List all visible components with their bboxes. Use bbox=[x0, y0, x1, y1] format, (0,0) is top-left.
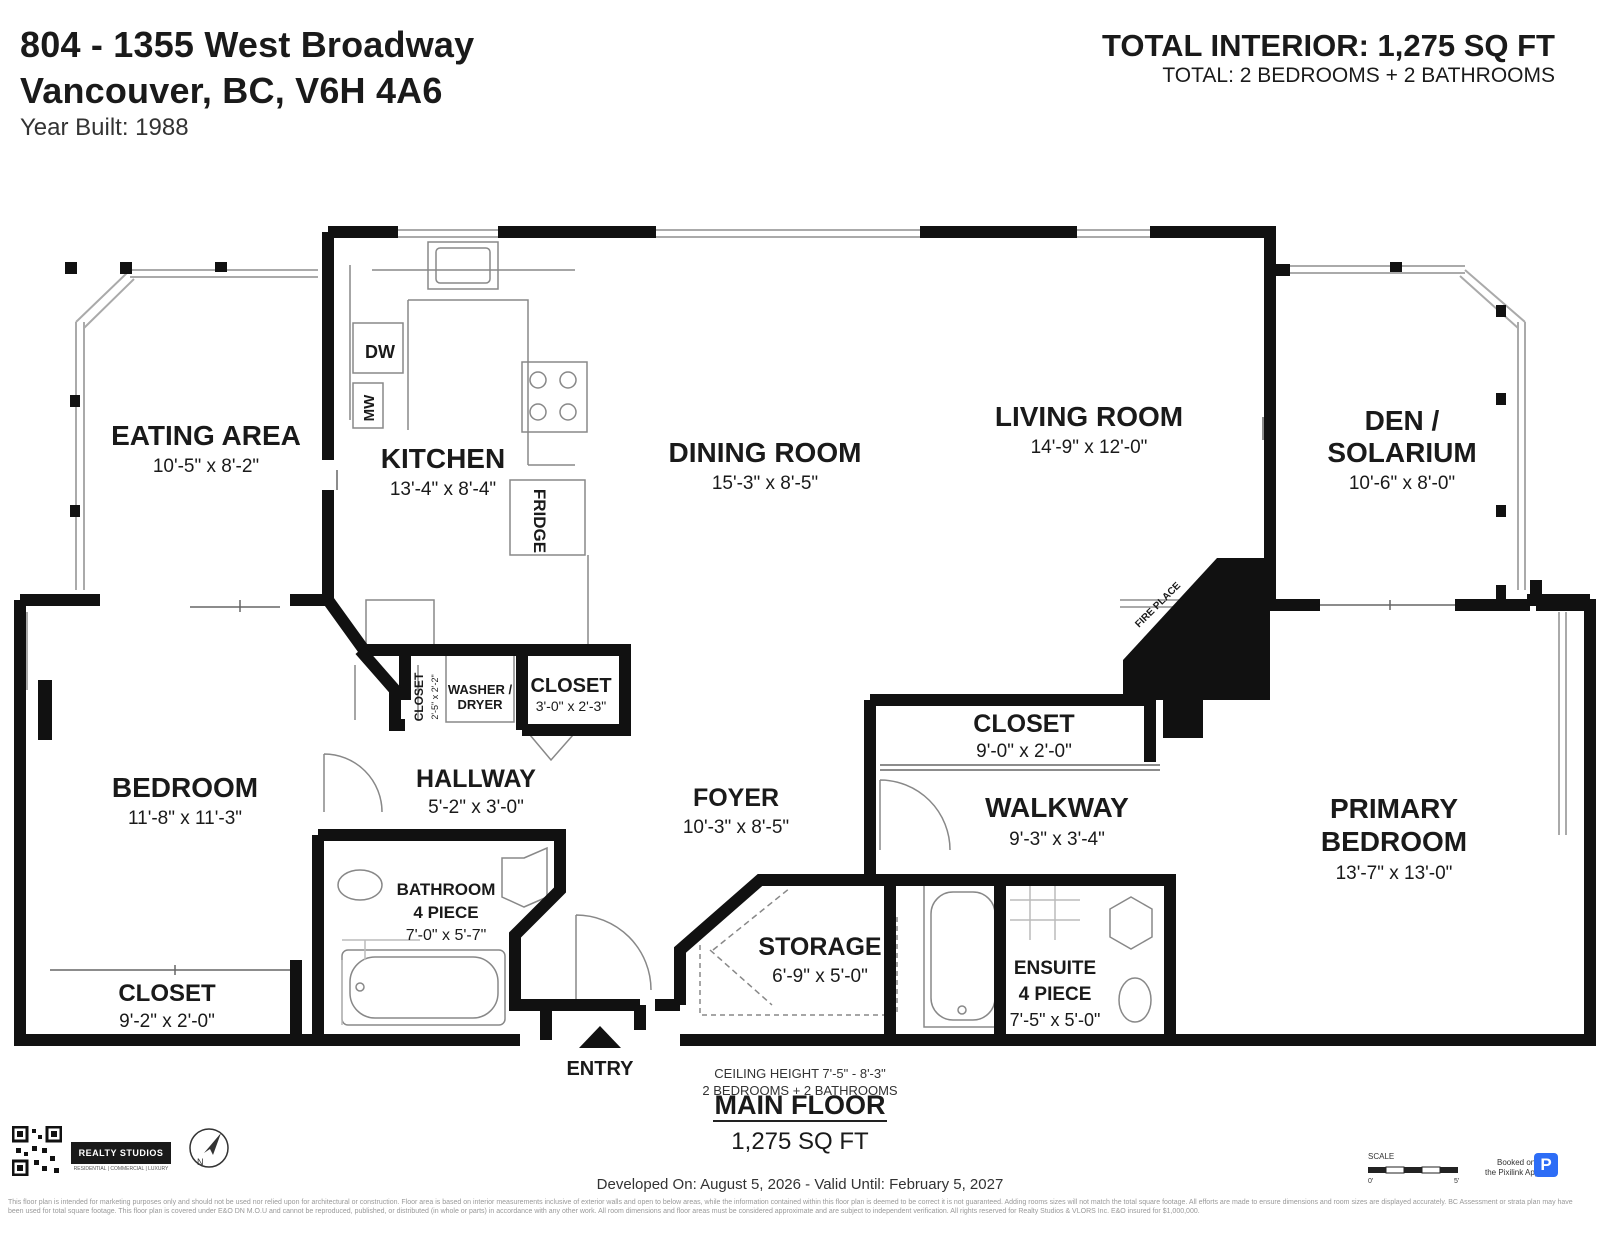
bathroom-name-line2: 4 PIECE bbox=[413, 903, 478, 922]
pixilink-app-icon: P bbox=[1534, 1153, 1558, 1177]
scale-five: 5' bbox=[1454, 1178, 1459, 1185]
fridge-outline bbox=[509, 479, 586, 556]
north-compass-icon: N bbox=[189, 1128, 229, 1168]
hallway-name: HALLWAY bbox=[416, 765, 536, 793]
washer-line1: WASHER / bbox=[448, 682, 513, 697]
realty-studios-logo: REALTY STUDIOS bbox=[71, 1142, 171, 1164]
foyer-size: 10'-3" x 8'-5" bbox=[683, 817, 789, 838]
storage-name: STORAGE bbox=[758, 933, 881, 961]
scale-label: SCALE bbox=[1368, 1152, 1395, 1161]
ensuite-size: 7'-5" x 5'-0" bbox=[1010, 1010, 1101, 1030]
booked-line1: Booked on bbox=[1497, 1158, 1536, 1167]
hallway-size: 5'-2" x 3'-0" bbox=[428, 797, 524, 818]
dining-room-size: 15'-3" x 8'-5" bbox=[712, 473, 818, 494]
primary-name-line1: PRIMARY bbox=[1330, 793, 1458, 824]
primary-name-line2: BEDROOM bbox=[1321, 826, 1467, 857]
mw-label: MW bbox=[361, 394, 378, 421]
closet-hall-name: CLOSET bbox=[530, 675, 611, 697]
disclaimer: This floor plan is intended for marketin… bbox=[8, 1199, 1573, 1215]
walls-layer bbox=[14, 226, 1596, 1046]
windows-layer bbox=[19, 229, 1567, 1030]
washer-line2: DRYER bbox=[457, 697, 503, 712]
den-name-line1: DEN / bbox=[1365, 405, 1440, 436]
main-floor-size: 1,275 SQ FT bbox=[731, 1128, 869, 1155]
microwave-icon bbox=[352, 382, 384, 429]
toilet-icon bbox=[1118, 977, 1152, 1023]
main-floor-title-text: MAIN FLOOR bbox=[712, 1090, 888, 1122]
developed-on: Developed On: August 5, 2026 - Valid Unt… bbox=[596, 1176, 1004, 1193]
main-floor-title: MAIN FLOOR bbox=[700, 1090, 900, 1122]
total-interior: TOTAL INTERIOR: 1,275 SQ FT bbox=[1101, 28, 1555, 63]
kitchen-name: KITCHEN bbox=[381, 443, 505, 474]
bed-bath-note: 2 BEDROOMS + 2 BATHROOMS bbox=[702, 1083, 898, 1098]
closet-hall-size: 3'-0" x 2'-3" bbox=[536, 698, 607, 714]
ceiling-height-note: CEILING HEIGHT 7'-5" - 8'-3" bbox=[714, 1066, 886, 1081]
address-line2: Vancouver, BC, V6H 4A6 bbox=[20, 70, 443, 111]
bedroom-size: 11'-8" x 11'-3" bbox=[128, 808, 242, 829]
compass-letter: N bbox=[197, 1157, 204, 1167]
closet-bed-name: CLOSET bbox=[118, 980, 216, 1007]
eating-area-size: 10'-5" x 8'-2" bbox=[153, 456, 259, 477]
closet-small-name: CLOSET bbox=[412, 672, 426, 721]
ensuite-name-line1: ENSUITE bbox=[1014, 958, 1096, 979]
entry-door bbox=[575, 914, 652, 1000]
storage-door bbox=[709, 887, 791, 1006]
toilet-icon bbox=[337, 869, 383, 901]
dw-label: DW bbox=[365, 342, 395, 362]
scale-zero: 0' bbox=[1368, 1178, 1373, 1185]
living-room-name: LIVING ROOM bbox=[995, 401, 1183, 432]
foyer-name: FOYER bbox=[693, 784, 779, 812]
primary-size: 13'-7" x 13'-0" bbox=[1336, 863, 1453, 884]
room-labels: EATING AREA 10'-5" x 8'-2" KITCHEN 13'-4… bbox=[111, 342, 1477, 1080]
fridge-label: FRIDGE bbox=[530, 489, 549, 553]
stove-icon bbox=[521, 361, 588, 433]
booked-line2: the Pixilink App™ bbox=[1485, 1168, 1548, 1177]
bedroom-door bbox=[323, 753, 383, 813]
den-name-line2: SOLARIUM bbox=[1327, 437, 1476, 468]
realty-studios-tagline: RESIDENTIAL | COMMERCIAL | LUXURY bbox=[73, 1166, 169, 1172]
den-size: 10'-6" x 8'-0" bbox=[1349, 473, 1455, 494]
bathtub-icon bbox=[341, 949, 506, 1026]
sink-icon bbox=[1109, 896, 1153, 950]
living-room-size: 14'-9" x 12'-0" bbox=[1031, 437, 1148, 458]
qr-code-icon bbox=[12, 1126, 62, 1176]
walkway-door bbox=[879, 779, 951, 851]
dishwasher-icon bbox=[352, 322, 404, 374]
dining-room-name: DINING ROOM bbox=[669, 437, 862, 468]
closet-bed-size: 9'-2" x 2'-0" bbox=[119, 1011, 215, 1032]
entry-arrow-icon bbox=[579, 1026, 621, 1048]
booked-on-text: Booked on the Pixilink App™ bbox=[1485, 1158, 1547, 1178]
sink-icon bbox=[427, 241, 499, 290]
eating-area-name: EATING AREA bbox=[111, 420, 301, 451]
storage-size: 6'-9" x 5'-0" bbox=[772, 966, 868, 987]
bathroom-name-line1: BATHROOM bbox=[397, 880, 496, 899]
sink-icon bbox=[501, 846, 548, 908]
bedroom-name: BEDROOM bbox=[112, 772, 258, 803]
bathroom-size: 7'-0" x 5'-7" bbox=[406, 927, 487, 944]
walkway-name: WALKWAY bbox=[985, 792, 1129, 823]
closet-walk-size: 9'-0" x 2'-0" bbox=[976, 741, 1072, 762]
entry-label: ENTRY bbox=[566, 1058, 634, 1080]
closet-small-size: 2'-5" x 2'-2" bbox=[430, 674, 440, 719]
kitchen-size: 13'-4" x 8'-4" bbox=[390, 479, 496, 500]
fireplace-icon bbox=[1123, 558, 1270, 700]
address-line1: 804 - 1355 West Broadway bbox=[20, 24, 475, 65]
closet-walk-name: CLOSET bbox=[973, 710, 1074, 738]
total-rooms: TOTAL: 2 BEDROOMS + 2 BATHROOMS bbox=[1162, 64, 1555, 87]
walkway-size: 9'-3" x 3'-4" bbox=[1009, 829, 1105, 850]
year-built: Year Built: 1988 bbox=[20, 114, 189, 141]
scale-bar: 0' 5' bbox=[1368, 1166, 1459, 1185]
fixtures-layer bbox=[50, 241, 1525, 1028]
ensuite-name-line2: 4 PIECE bbox=[1019, 984, 1092, 1005]
